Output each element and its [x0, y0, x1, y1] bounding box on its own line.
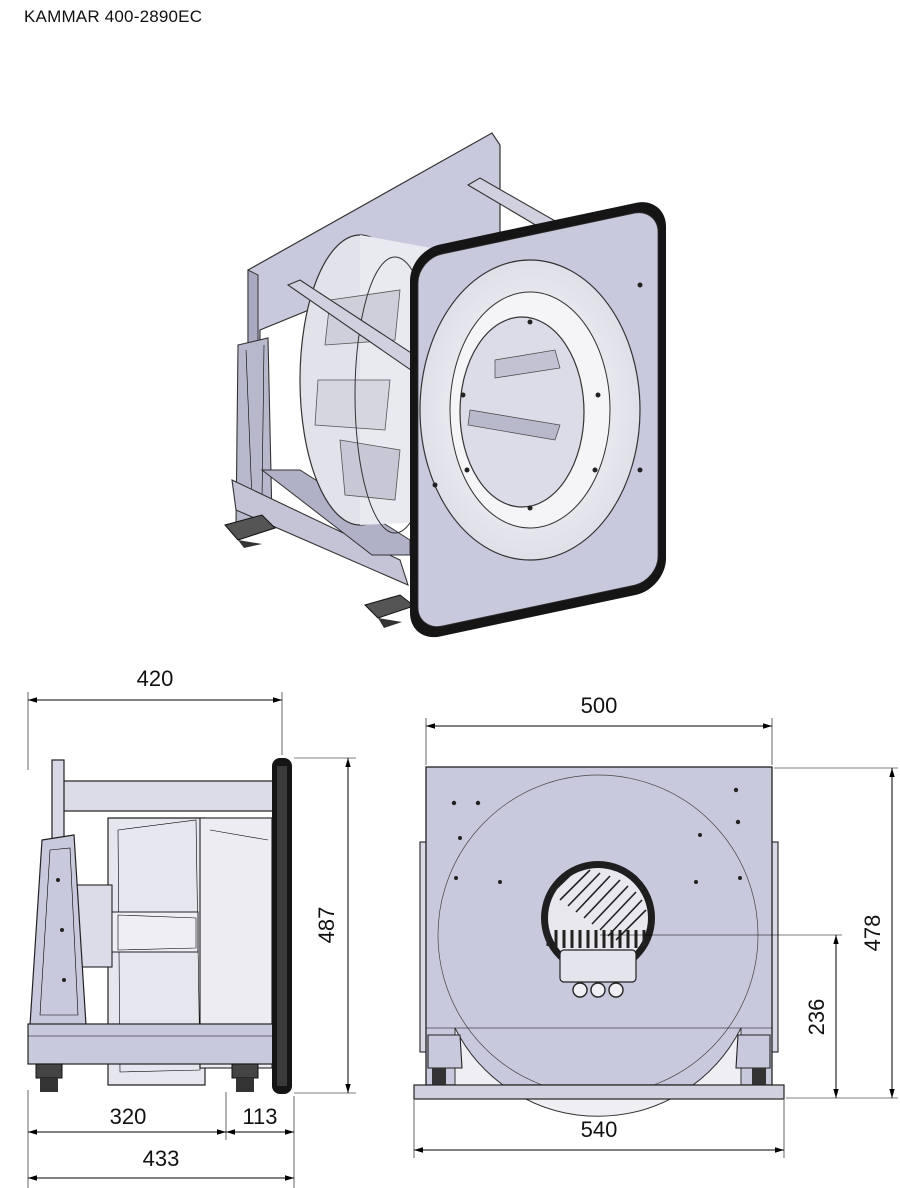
dim-front-shaft-height: 236 — [804, 999, 829, 1036]
side-foot — [35, 1063, 63, 1079]
dim-side-total-length: 433 — [143, 1146, 180, 1171]
cable-gland — [590, 982, 606, 998]
dim-front-base-width: 540 — [581, 1117, 618, 1142]
inlet-blade — [467, 409, 561, 441]
front-terminal-box — [559, 949, 637, 983]
cable-gland — [572, 982, 588, 998]
front-corner-bracket — [427, 1034, 463, 1069]
dim-front-height: 478 — [860, 915, 885, 952]
impeller-blade — [314, 379, 391, 431]
impeller-blade — [339, 439, 401, 501]
foot — [238, 540, 262, 548]
side-bracket — [29, 834, 87, 1026]
dim-front-width: 500 — [581, 693, 618, 718]
isometric-view — [224, 132, 666, 638]
side-top-tube — [59, 780, 275, 812]
side-base-beam — [27, 1023, 275, 1065]
inlet-blade — [494, 349, 561, 379]
front-base-plate — [413, 1084, 785, 1100]
side-view: 420 487 320 113 433 — [27, 666, 356, 1188]
page-title: KAMMAR 400-2890EC — [24, 7, 203, 26]
side-foot — [231, 1063, 259, 1079]
foot — [378, 618, 402, 628]
dim-side-width: 420 — [137, 666, 174, 691]
impeller-blade — [324, 289, 401, 346]
cable-gland — [608, 982, 624, 998]
dim-side-inlet-depth: 113 — [242, 1104, 277, 1129]
dim-side-base-length: 320 — [110, 1104, 147, 1129]
dim-side-height: 487 — [314, 907, 339, 944]
front-view: 500 478 236 540 — [413, 693, 898, 1158]
foot — [364, 594, 416, 619]
front-corner-bracket — [735, 1034, 771, 1069]
side-motor-hub — [111, 911, 199, 953]
foot — [224, 514, 276, 541]
